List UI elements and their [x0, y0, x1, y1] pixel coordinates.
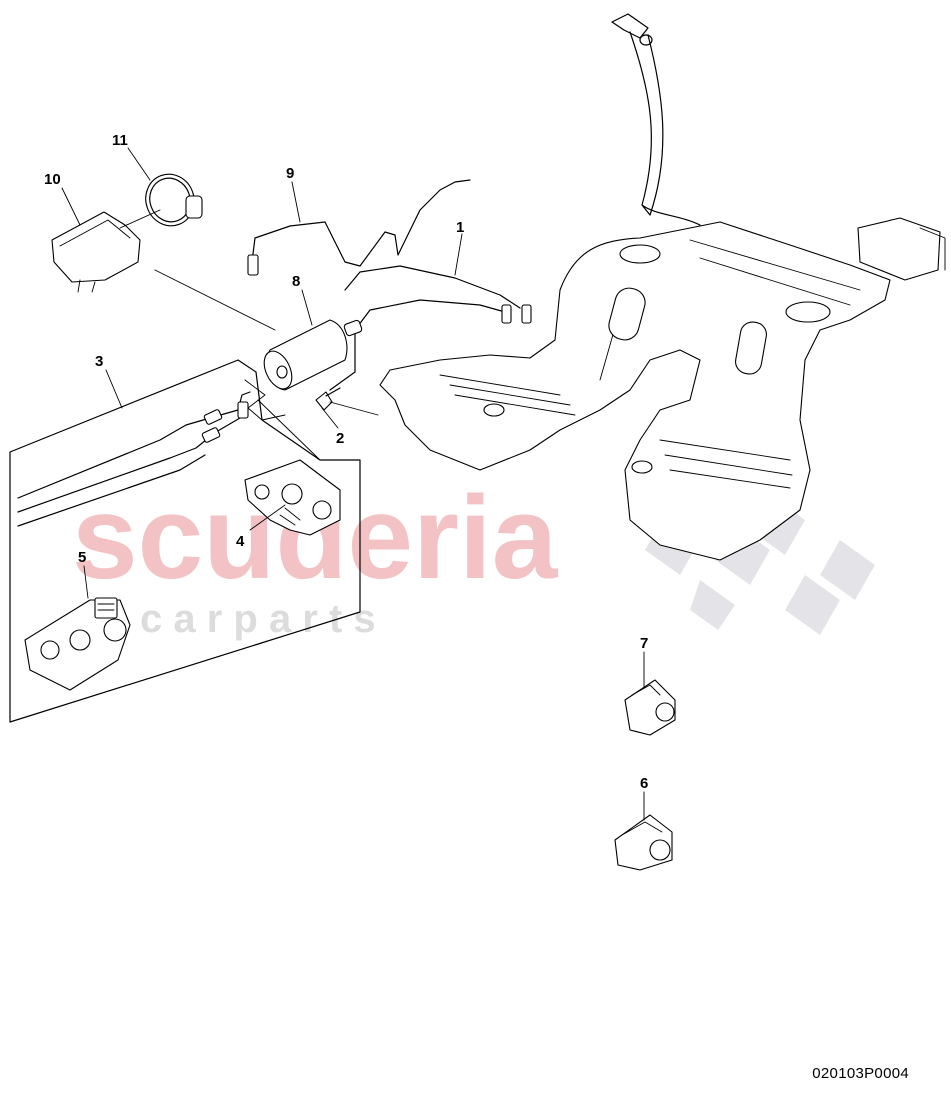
line-connector-2	[315, 387, 341, 411]
diagram-code: 020103P0004	[812, 1065, 909, 1082]
callout-labels: 1 2 3 4 5 6 7 8 9 10 11	[44, 132, 648, 792]
clip-7	[624, 679, 676, 736]
callout-9: 9	[286, 165, 294, 182]
fuel-lines	[247, 179, 532, 391]
fuel-tank	[379, 217, 946, 561]
pipe-set-group	[9, 359, 361, 723]
callout-3: 3	[95, 353, 103, 370]
callout-10: 10	[44, 171, 61, 188]
callout-1: 1	[456, 219, 464, 236]
pipe-clip-5	[24, 597, 131, 691]
hose-clamp	[145, 173, 203, 227]
callout-5: 5	[78, 549, 86, 566]
callout-7: 7	[640, 635, 648, 652]
watermark-sub: c a r p a r t s	[140, 597, 376, 641]
line-connector-icon	[247, 254, 532, 324]
callout-11: 11	[112, 132, 128, 149]
callout-4: 4	[236, 533, 245, 550]
filter-bracket	[51, 211, 141, 293]
clip-6	[614, 814, 673, 871]
callout-2: 2	[336, 430, 344, 447]
fuel-filter	[263, 319, 363, 391]
callout-6: 6	[640, 775, 648, 792]
callout-leaders	[61, 147, 645, 821]
callout-8: 8	[292, 273, 300, 290]
filler-neck	[611, 13, 701, 226]
